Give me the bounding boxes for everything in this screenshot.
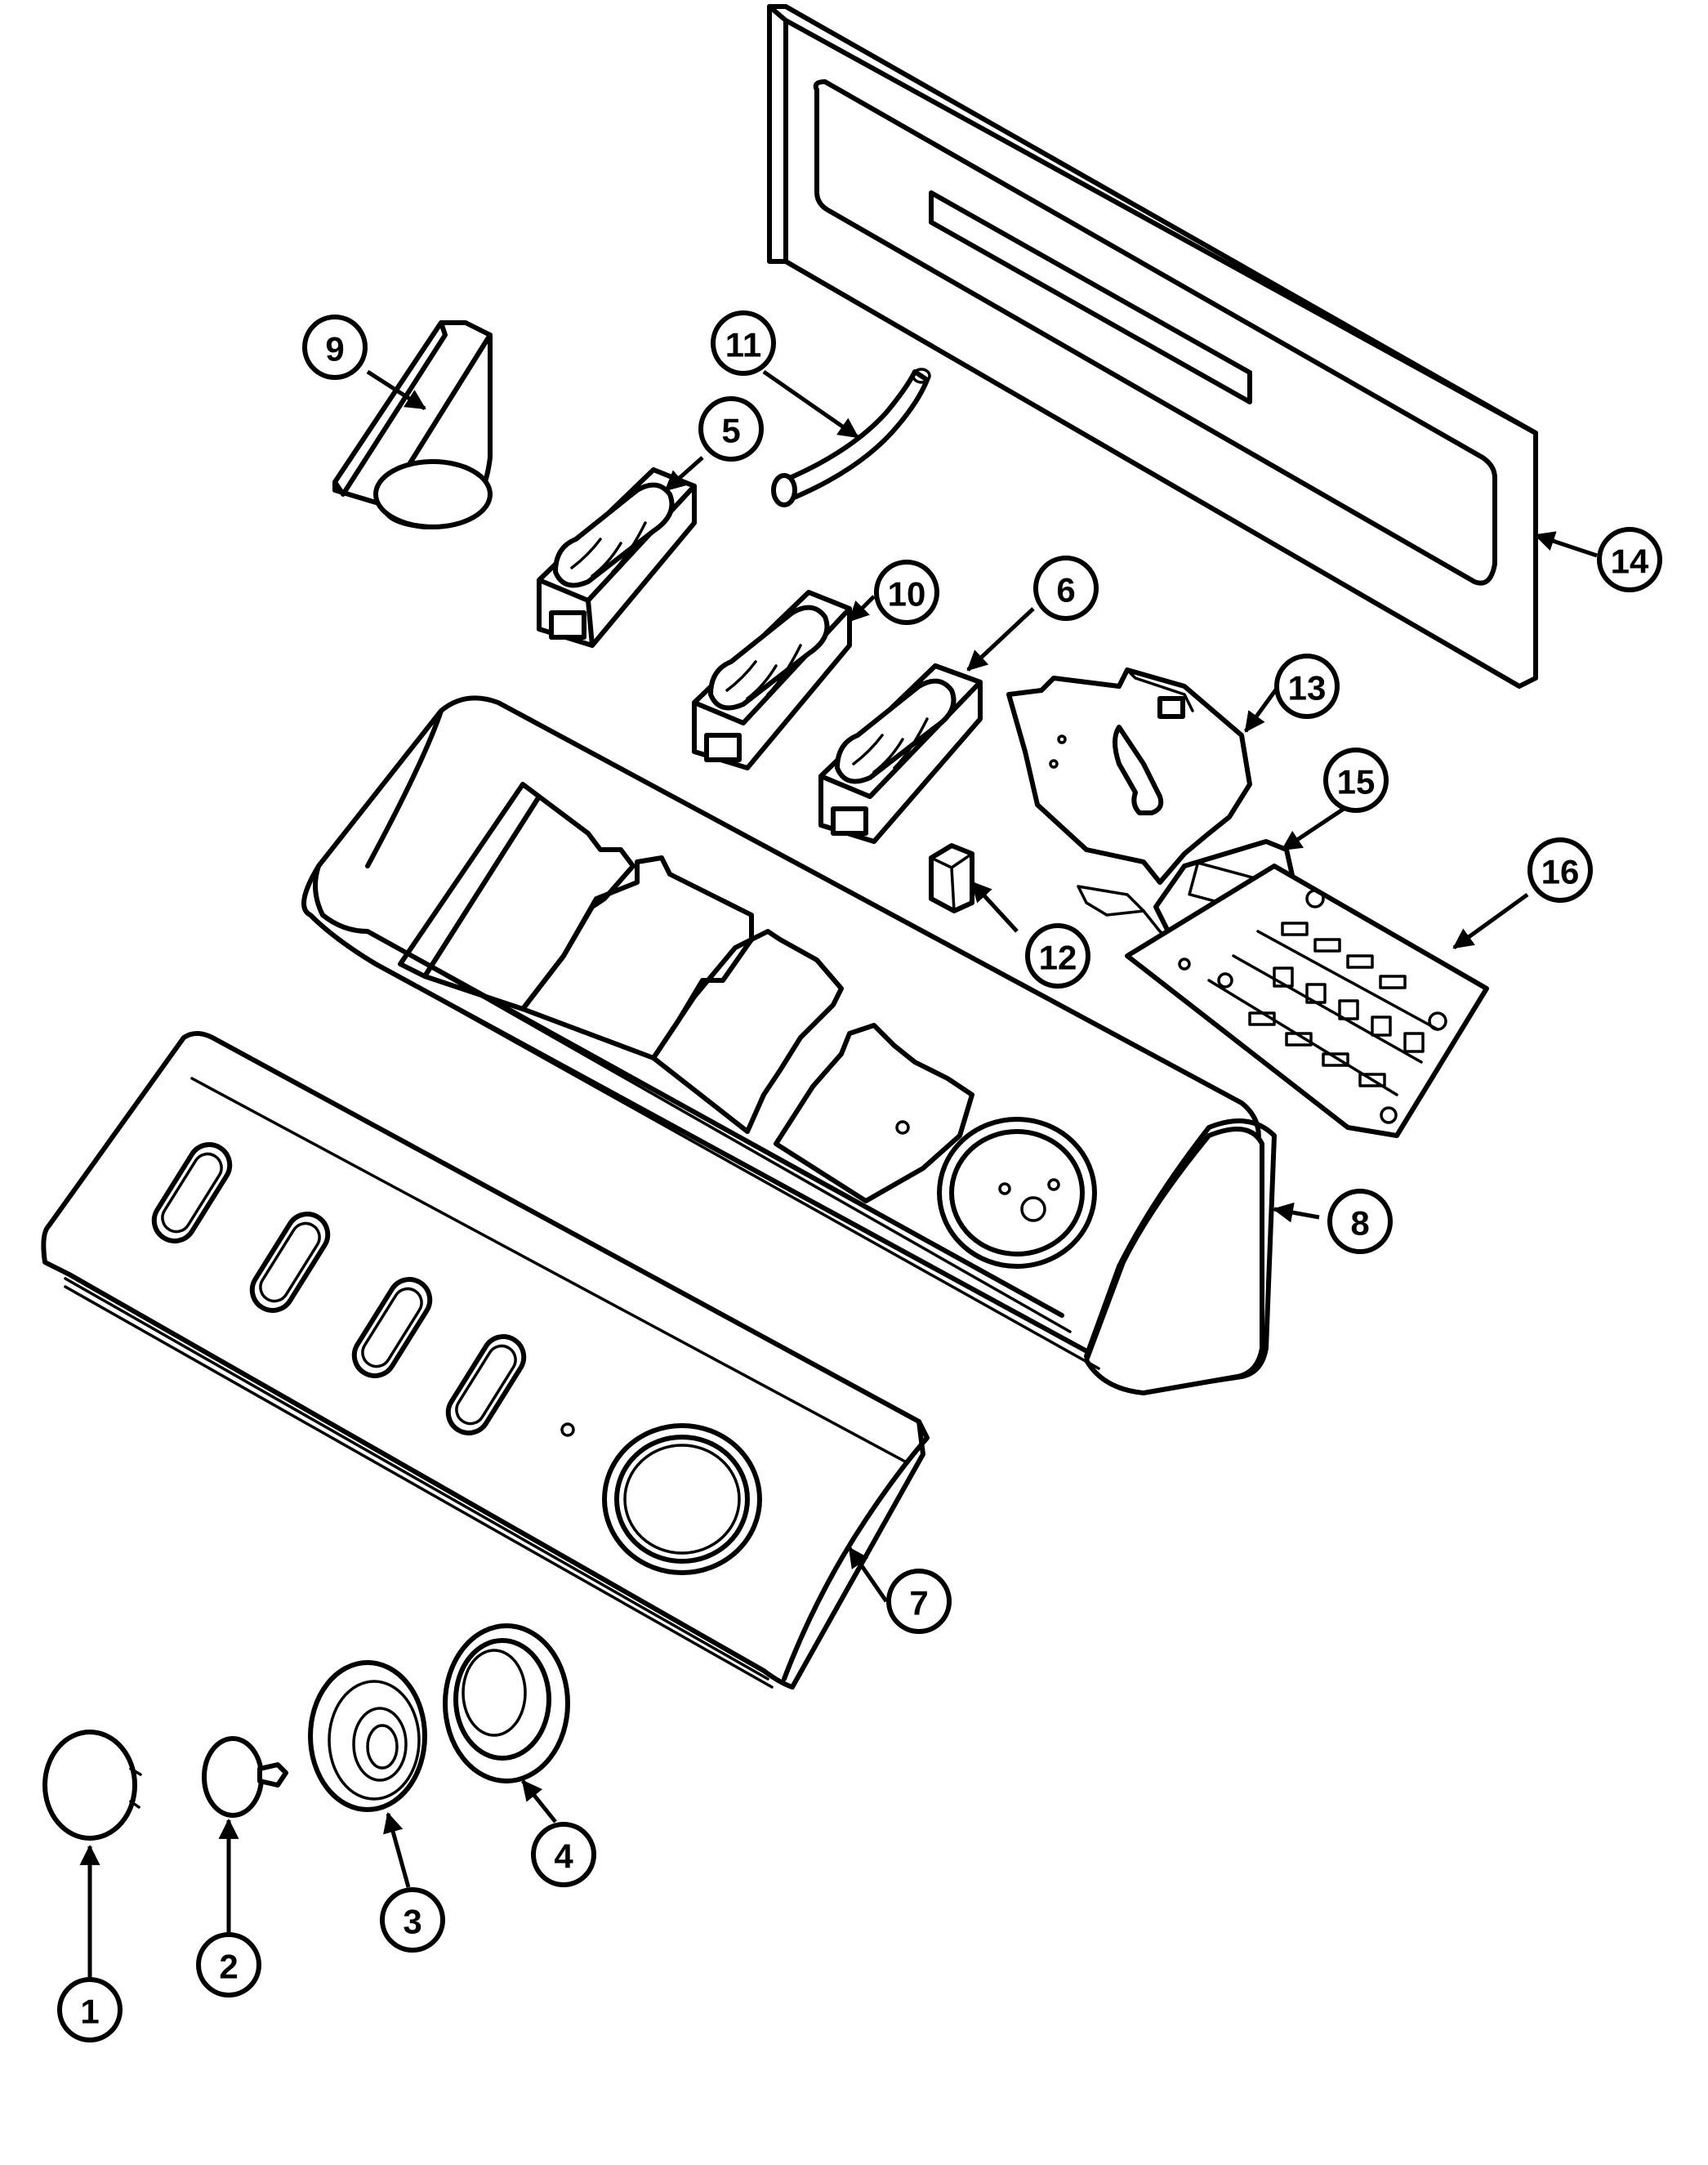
callout-11-label: 11 [725,326,761,364]
part-5-switch[interactable] [537,467,697,648]
callout-7-label: 7 [909,1584,928,1623]
callout-5: 5 [698,396,764,462]
part-14-backsplash-panel[interactable] [767,4,1538,689]
part-2-knob-insert[interactable] [202,1736,288,1818]
part-4-knob-bezel[interactable] [443,1623,570,1783]
callout-13-label: 13 [1288,669,1327,708]
part-11-hose[interactable] [771,368,931,507]
part-16-circuit-board[interactable] [1125,864,1489,1138]
callout-13: 13 [1274,654,1340,719]
leader-lines [79,369,1598,1977]
callout-5-label: 5 [721,412,740,450]
part-3-knob-skirt[interactable] [308,1660,427,1812]
callout-4: 4 [531,1822,596,1887]
callout-3: 3 [380,1887,445,1953]
callout-9-label: 9 [325,330,344,368]
part-8-console-body[interactable] [301,695,1277,1395]
callout-12-label: 12 [1039,939,1077,977]
part-10-switch[interactable] [692,590,852,770]
callout-9: 9 [302,315,368,380]
callout-2-label: 2 [219,1948,238,1986]
callout-15: 15 [1323,748,1389,813]
callout-16-label: 16 [1541,853,1580,891]
callout-11: 11 [711,310,776,376]
callout-10: 10 [874,560,939,625]
callout-6: 6 [1033,556,1099,621]
callout-15-label: 15 [1337,763,1376,801]
callout-14: 14 [1597,527,1662,592]
part-1-knob-cap[interactable] [42,1730,142,1841]
callout-8-label: 8 [1350,1204,1369,1243]
callout-8: 8 [1327,1189,1393,1254]
callout-12: 12 [1025,923,1090,989]
part-12-clip[interactable] [929,843,974,913]
callout-2: 2 [196,1932,261,1998]
callout-14-label: 14 [1611,542,1649,581]
part-13-timer[interactable] [1006,667,1252,885]
callout-1-label: 1 [80,1993,99,2031]
part-7-front-panel[interactable] [41,1031,930,1690]
callout-4-label: 4 [554,1837,573,1876]
callout-3-label: 3 [403,1903,421,1941]
part-9-actuator[interactable] [332,320,493,529]
callout-7: 7 [886,1569,952,1634]
callout-16: 16 [1527,837,1593,903]
callout-10-label: 10 [888,575,926,614]
callout-1: 1 [57,1977,123,2042]
part-6-switch[interactable] [818,663,983,844]
callout-6-label: 6 [1056,571,1075,609]
